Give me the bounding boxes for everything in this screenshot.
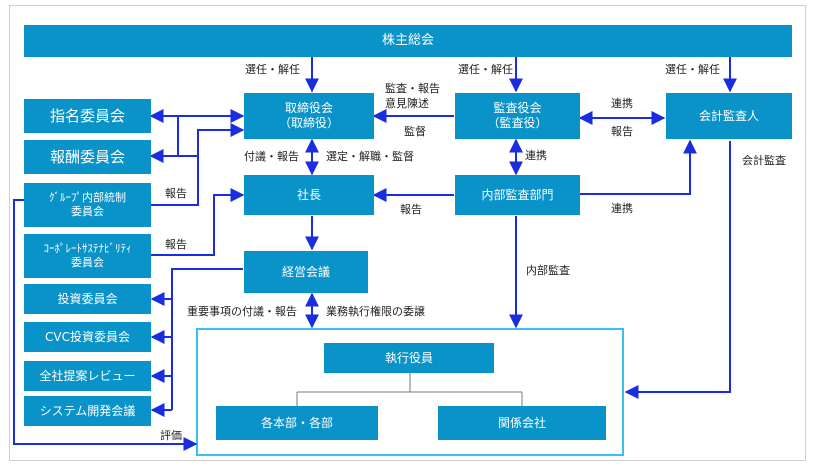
label-proposal-report: 付議・報告 xyxy=(244,150,299,163)
cvc-label: CVC投資委員会 xyxy=(45,329,130,344)
board-sublabel: （取締役） xyxy=(278,116,339,130)
label-accounting-audit: 会計監査 xyxy=(742,154,786,167)
arrow-sustain-president xyxy=(151,188,245,256)
label-coordinate-acc: 連携 xyxy=(611,97,633,110)
investment-label: 投資委員会 xyxy=(57,291,118,306)
arrow-accounting-exec xyxy=(624,141,731,399)
divisions-box: 各本部・各部 xyxy=(216,406,378,440)
investment-committee-box: 投資委員会 xyxy=(24,284,151,314)
nomination-label: 指名委員会 xyxy=(49,106,125,125)
label-appoint-supervise: 選定・解職・監督 xyxy=(326,150,414,163)
label-coordinate-bottom: 連携 xyxy=(611,202,633,215)
group-label: ｸﾞﾙｰﾌﾟ内部統制 xyxy=(49,191,126,205)
internal-audit-box: 内部監査部門 xyxy=(455,175,580,215)
compensation-committee-box: 報酬委員会 xyxy=(24,140,151,174)
label-elect-auditors: 選任・解任 xyxy=(458,63,513,76)
executive-officers-label: 執行役員 xyxy=(384,350,433,365)
shareholders-label: 株主総会 xyxy=(381,32,434,48)
nomination-committee-box: 指名委員会 xyxy=(24,99,151,133)
arrow-internal-accounting xyxy=(580,139,697,195)
divisions-label: 各本部・各部 xyxy=(260,415,333,430)
president-box: 社長 xyxy=(244,175,374,215)
label-elect-board: 選任・解任 xyxy=(245,63,300,76)
label-evaluation: 評価 xyxy=(160,429,182,442)
sustain-sublabel: 委員会 xyxy=(71,256,104,269)
proposal-review-box: 全社提案レビュー xyxy=(24,361,151,391)
arrow-meeting-committees xyxy=(171,268,243,410)
auditors-sublabel: （監査役） xyxy=(487,116,548,130)
cvc-committee-box: CVC投資委員会 xyxy=(24,322,151,352)
proposal-review-label: 全社提案レビュー xyxy=(39,368,136,383)
label-important-matters: 重要事項の付議・報告 xyxy=(187,305,297,318)
management-meeting-label: 経営会議 xyxy=(281,264,330,279)
group-internal-control-box: ｸﾞﾙｰﾌﾟ内部統制 委員会 xyxy=(24,183,151,227)
label-coordinate-internal: 連携 xyxy=(525,149,547,162)
arrow-group-board xyxy=(151,130,199,206)
label-elect-accounting: 選任・解任 xyxy=(665,63,720,76)
affiliates-box: 関係会社 xyxy=(438,406,606,440)
sustain-label: ｺｰﾎﾟﾚｰﾄｻｽﾃﾅﾋﾞﾘﾃｨ xyxy=(43,242,132,256)
system-dev-meeting-box: システム開発会議 xyxy=(24,396,151,426)
label-supervise: 監督 xyxy=(404,125,426,138)
arrow-group-evaluation xyxy=(13,199,198,451)
management-meeting-box: 経営会議 xyxy=(244,251,368,293)
label-report-internal: 報告 xyxy=(400,203,422,216)
label-report-acc: 報告 xyxy=(611,125,633,138)
executive-officers-box: 執行役員 xyxy=(324,343,494,373)
label-report-group: 報告 xyxy=(165,187,187,200)
board-box: 取締役会 （取締役） xyxy=(244,93,374,139)
auditors-box: 監査役会 （監査役） xyxy=(455,93,580,139)
president-label: 社長 xyxy=(296,187,321,202)
affiliates-label: 関係会社 xyxy=(497,415,546,430)
accounting-auditor-box: 会計監査人 xyxy=(666,93,792,139)
sustainability-committee-box: ｺｰﾎﾟﾚｰﾄｻｽﾃﾅﾋﾞﾘﾃｨ 委員会 xyxy=(24,234,151,278)
internal-audit-label: 内部監査部門 xyxy=(481,187,554,202)
label-opinion: 意見陳述 xyxy=(385,97,429,110)
shareholders-meeting-box: 株主総会 xyxy=(24,25,792,57)
label-report-sustain: 報告 xyxy=(165,238,187,251)
label-internal-audit: 内部監査 xyxy=(526,264,570,277)
auditors-label: 監査役会 xyxy=(493,101,542,115)
group-sublabel: 委員会 xyxy=(71,205,104,218)
diagram-frame xyxy=(9,5,806,461)
arrow-committees-board xyxy=(178,123,245,157)
accounting-auditor-label: 会計監査人 xyxy=(698,108,759,123)
board-label: 取締役会 xyxy=(284,101,333,115)
compensation-label: 報酬委員会 xyxy=(49,147,125,166)
system-dev-label: システム開発会議 xyxy=(39,403,136,418)
label-delegation: 業務執行権限の委譲 xyxy=(326,305,425,318)
label-audit-report: 監査・報告 xyxy=(385,82,440,95)
